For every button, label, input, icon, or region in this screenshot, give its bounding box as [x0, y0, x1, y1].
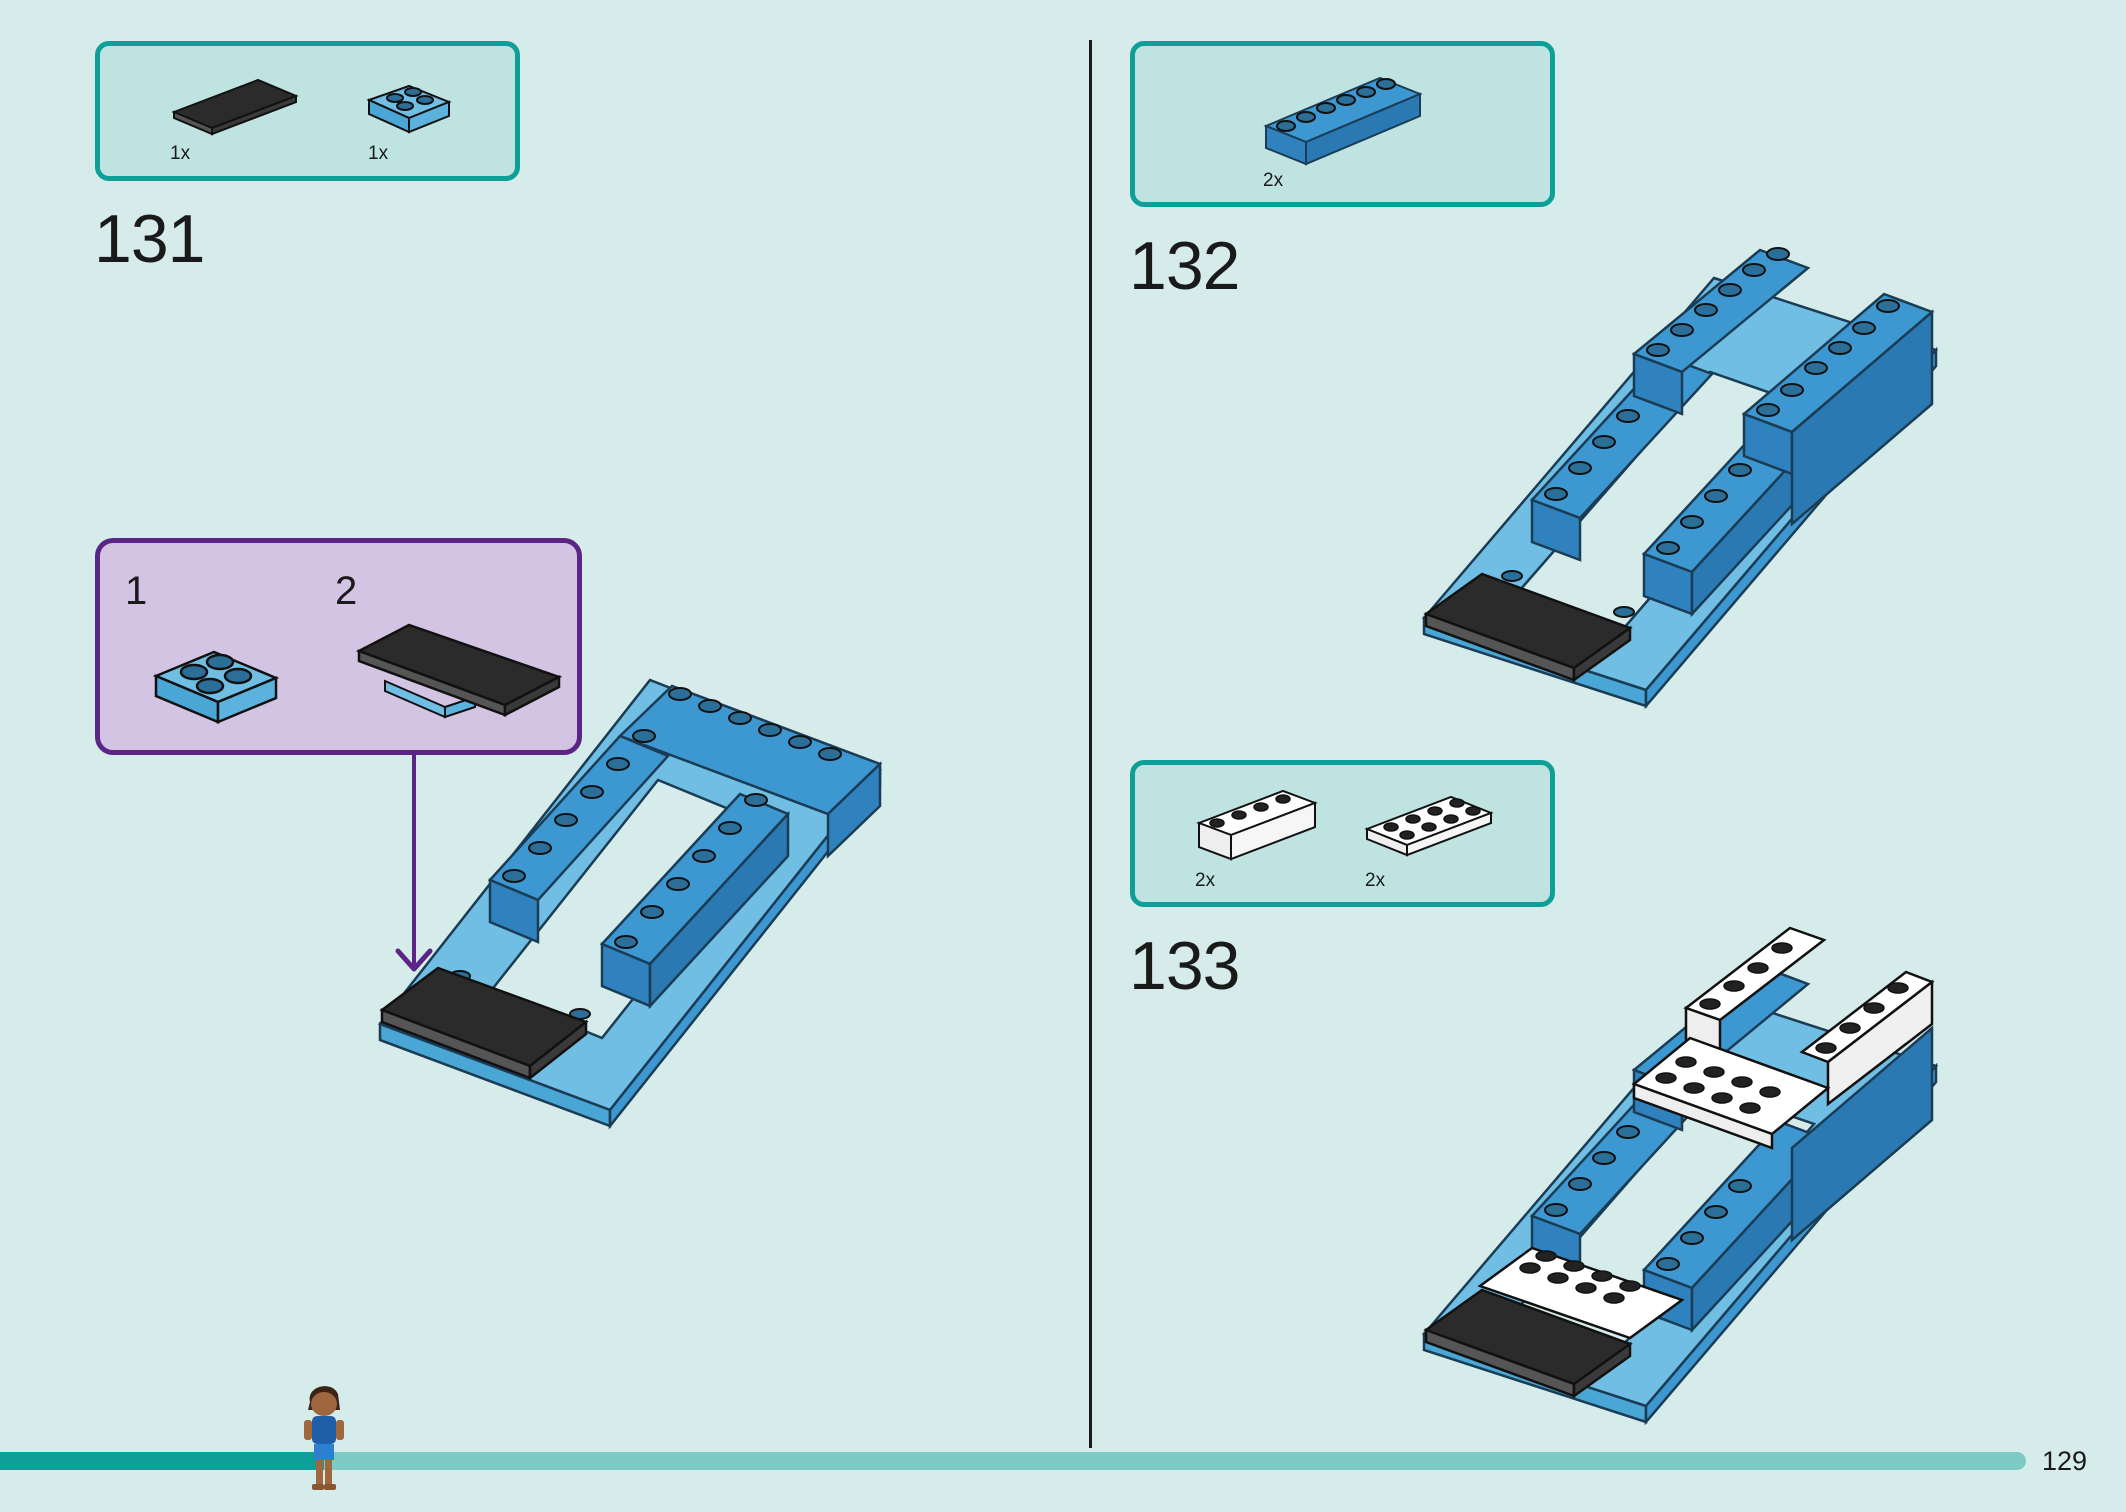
parts-list-step-133: 2x 2x	[1130, 760, 1555, 907]
part-qty-2: 2x	[1365, 870, 1386, 891]
sub-step-2-label: 2	[335, 569, 358, 613]
part-qty-2: 1x	[368, 143, 389, 164]
page-divider	[1089, 40, 1092, 1448]
step-number-133: 133	[1129, 928, 1240, 1004]
sub-assembly-callout: 1 2	[95, 538, 582, 755]
parts-list-step-132: 2x	[1130, 41, 1555, 207]
white-plate-2x4-icon	[1364, 795, 1494, 857]
step-number-132: 132	[1129, 228, 1240, 304]
white-brick-1x4-icon	[1196, 789, 1318, 861]
parts-list-step-131: 1x 1x	[95, 41, 520, 181]
model-step-131	[377, 678, 883, 1130]
build-progress-bar	[0, 1452, 2026, 1470]
part-qty-1: 1x	[170, 143, 191, 164]
blue-plate-2x2-icon	[152, 650, 280, 724]
model-step-133	[1421, 926, 1939, 1426]
page-number: 129	[2042, 1446, 2088, 1476]
part-qty-1: 2x	[1195, 870, 1216, 891]
build-progress-fill	[0, 1452, 325, 1470]
minifigure-icon	[304, 1386, 344, 1490]
callout-arrow	[395, 755, 433, 972]
step-number-131: 131	[94, 201, 205, 277]
blue-plate-2x2-icon	[366, 84, 452, 134]
black-tile-2x4-icon	[355, 623, 563, 719]
part-qty-1: 2x	[1263, 170, 1284, 191]
black-tile-2x4-icon	[171, 78, 299, 136]
model-step-132	[1421, 247, 1939, 710]
sub-step-1-label: 1	[125, 569, 148, 613]
blue-brick-1x6-icon	[1263, 76, 1423, 166]
